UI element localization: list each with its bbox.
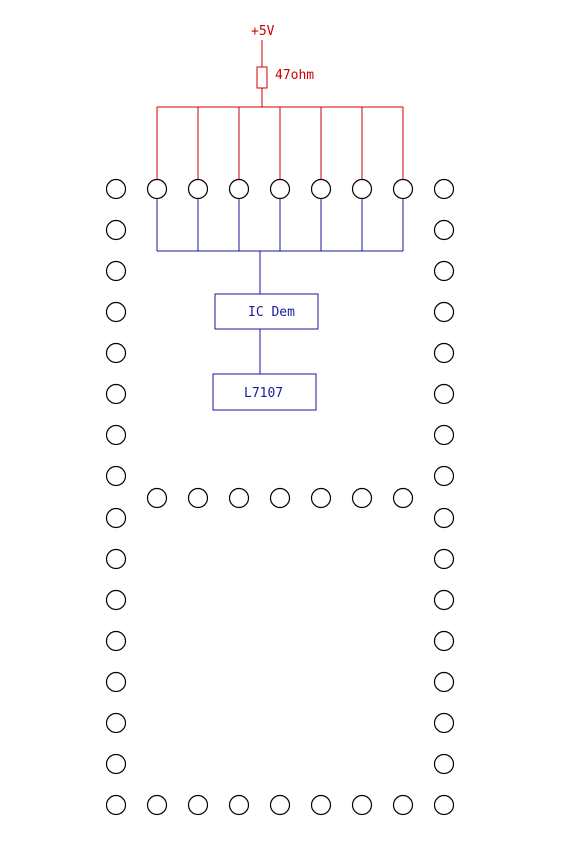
led-34 [228,178,250,200]
led-9 [433,342,455,364]
led-2 [105,219,127,241]
led-43 [310,487,332,509]
led-41 [228,487,250,509]
led-21 [433,589,455,611]
driver-chip [212,373,317,411]
led-24 [105,671,127,693]
led-40 [187,487,209,509]
led-32 [146,178,168,200]
led-28 [105,753,127,775]
led-51 [351,794,373,816]
led-19 [433,548,455,570]
led-26 [105,712,127,734]
led-11 [433,383,455,405]
led-30 [105,794,127,816]
decoder-chip [214,293,319,330]
decoder-chip-label: IC Dem [248,305,295,320]
led-16 [105,507,127,529]
supply-wiring [156,40,404,180]
led-20 [105,589,127,611]
led-3 [433,219,455,241]
led-42 [269,487,291,509]
logic-wiring [156,197,404,411]
led-4 [105,260,127,282]
resistor-label: 47ohm [275,68,314,83]
led-14 [105,465,127,487]
led-46 [146,794,168,816]
led-38 [392,178,414,200]
led-18 [105,548,127,570]
led-33 [187,178,209,200]
led-39 [146,487,168,509]
led-27 [433,712,455,734]
led-37 [351,178,373,200]
led-13 [433,424,455,446]
led-1 [433,178,455,200]
led-10 [105,383,127,405]
led-17 [433,507,455,529]
led-8 [105,342,127,364]
led-7 [433,301,455,323]
led-25 [433,671,455,693]
led-23 [433,630,455,652]
led-22 [105,630,127,652]
led-36 [310,178,332,200]
led-0 [105,178,127,200]
led-49 [269,794,291,816]
led-6 [105,301,127,323]
led-44 [351,487,373,509]
led-29 [433,753,455,775]
led-48 [228,794,250,816]
resistor [256,66,268,89]
led-52 [392,794,414,816]
led-5 [433,260,455,282]
driver-chip-label: L7107 [244,386,283,401]
led-matrix [105,178,455,816]
led-31 [433,794,455,816]
led-45 [392,487,414,509]
led-47 [187,794,209,816]
led-50 [310,794,332,816]
led-12 [105,424,127,446]
led-15 [433,465,455,487]
supply-label: +5V [251,24,275,39]
led-35 [269,178,291,200]
